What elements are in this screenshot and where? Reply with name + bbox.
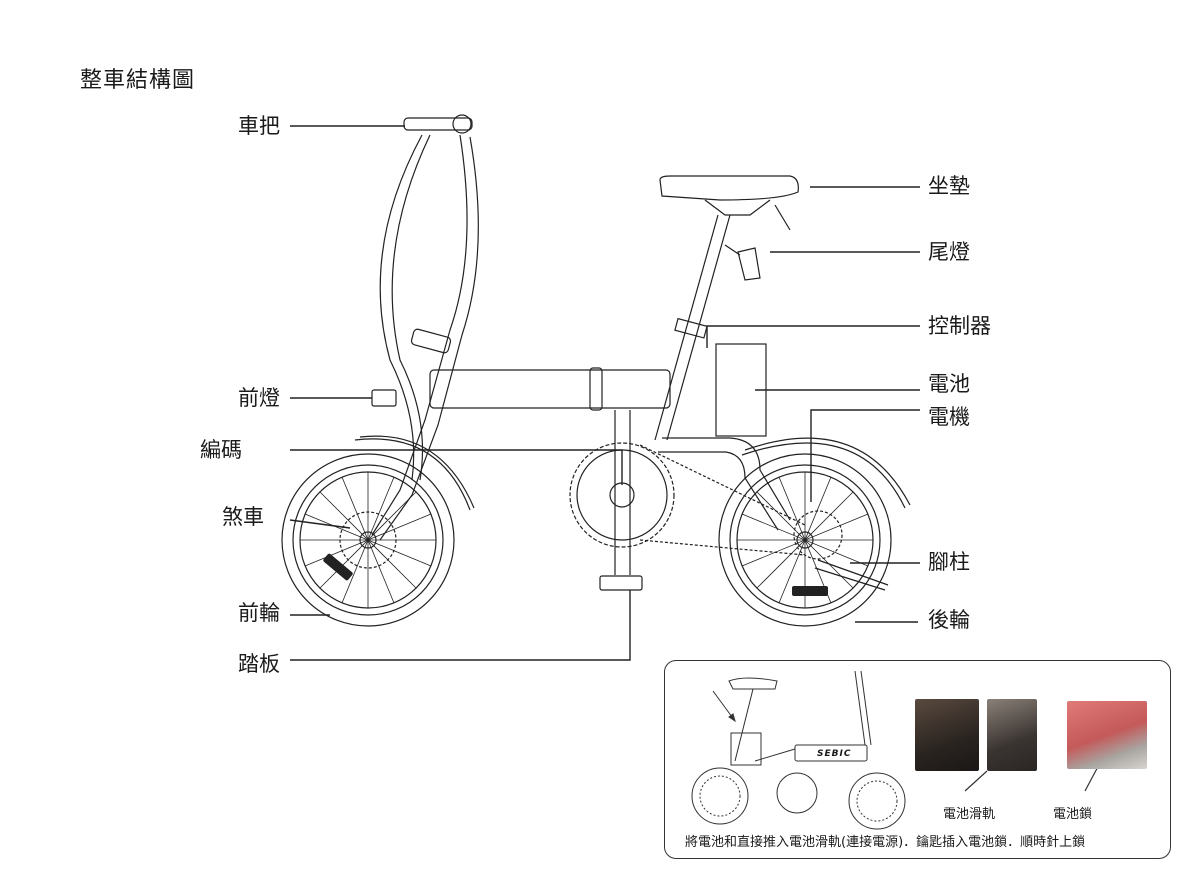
inset-brand-text: SEBIC <box>817 749 852 759</box>
label-controller: 控制器 <box>928 314 991 338</box>
inset-label-battery-rail: 電池滑軌 <box>943 807 996 822</box>
label-pedal: 踏板 <box>238 652 280 676</box>
inset-label-battery-lock: 電池鎖 <box>1053 807 1093 822</box>
wheel-spokes <box>300 472 873 608</box>
label-handlebar: 車把 <box>238 114 280 138</box>
battery-rail-photo-right <box>987 699 1037 771</box>
battery-install-inset: SEBIC 電池滑軌 電池鎖 將電池和直接推入電池滑軌(連接電源)．鑰匙插入電池… <box>664 660 1171 859</box>
label-battery: 電池 <box>928 372 970 396</box>
label-kickstand: 腳柱 <box>928 550 970 574</box>
battery-rail-photo-left <box>915 699 979 771</box>
label-taillight: 尾燈 <box>928 240 970 264</box>
label-headlight: 前燈 <box>238 386 280 410</box>
label-rear-wheel: 後輪 <box>928 608 970 632</box>
label-brake: 煞車 <box>222 505 264 529</box>
battery-lock-photo <box>1067 701 1147 769</box>
label-front-wheel: 前輪 <box>238 601 280 625</box>
label-seat: 坐墊 <box>928 174 970 198</box>
label-encoder: 編碼 <box>200 438 242 462</box>
page-title: 整車結構圖 <box>80 68 196 93</box>
inset-bike-sketch <box>691 670 1102 830</box>
leader-lines <box>289 125 920 661</box>
label-motor: 電機 <box>928 405 970 429</box>
inset-caption: 將電池和直接推入電池滑軌(連接電源)．鑰匙插入電池鎖．順時針上鎖 <box>685 835 1086 850</box>
